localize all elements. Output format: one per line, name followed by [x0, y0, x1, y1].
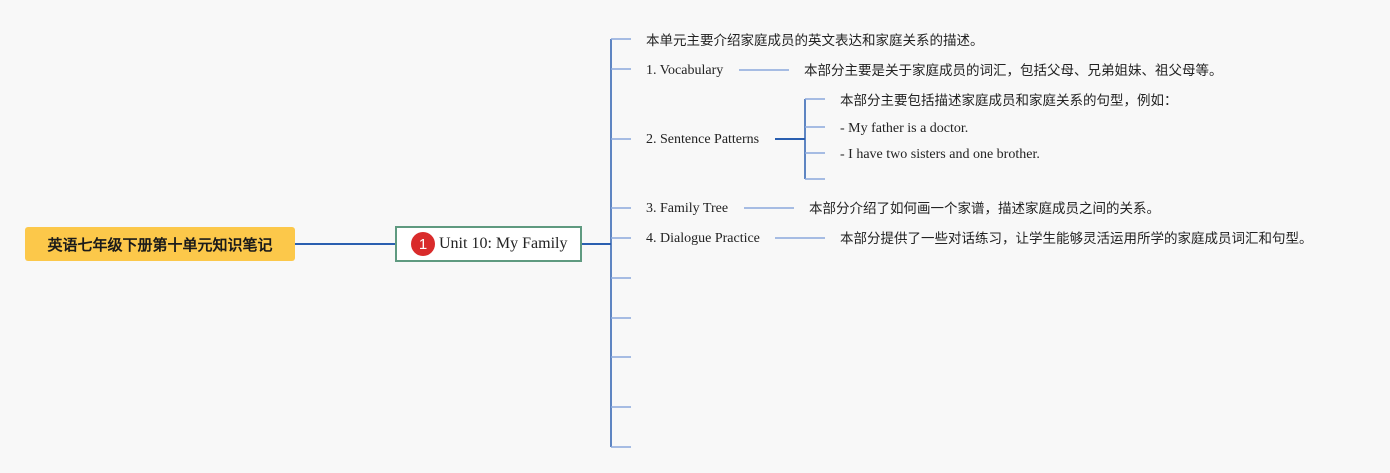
main-topic-label: Unit 10: My Family	[439, 235, 568, 252]
root-node-label: 英语七年级下册第十单元知识笔记	[47, 235, 273, 254]
sentence-patterns-node[interactable]: 2. Sentence Patterns	[646, 132, 760, 147]
root-node[interactable]: 英语七年级下册第十单元知识笔记	[25, 227, 295, 261]
dialogue-practice-detail-node[interactable]: 本部分提供了一些对话练习，让学生能够灵活运用所学的家庭成员词汇和句型。	[840, 231, 1313, 247]
dialogue-practice-node[interactable]: 4. Dialogue Practice	[646, 231, 760, 246]
sentence-example-1-node[interactable]: - My father is a doctor.	[840, 121, 969, 136]
main-topic-node[interactable]: 1 Unit 10: My Family	[395, 226, 582, 262]
sentence-patterns-detail-node[interactable]: 本部分主要包括描述家庭成员和家庭关系的句型，例如：	[840, 93, 1178, 109]
priority-1-icon: 1	[411, 232, 435, 256]
family-tree-node[interactable]: 3. Family Tree	[646, 201, 729, 216]
vocabulary-detail-node[interactable]: 本部分主要是关于家庭成员的词汇，包括父母、兄弟姐妹、祖父母等。	[804, 63, 1223, 79]
family-tree-detail-node[interactable]: 本部分介绍了如何画一个家谱，描述家庭成员之间的关系。	[809, 201, 1160, 217]
sentence-patterns-ticks	[805, 98, 825, 180]
vocabulary-node[interactable]: 1. Vocabulary	[646, 63, 724, 78]
intro-node[interactable]: 本单元主要介绍家庭成员的英文表达和家庭关系的描述。	[646, 33, 984, 49]
sentence-example-2-node[interactable]: - I have two sisters and one brother.	[840, 147, 1040, 162]
trunk-ticks	[611, 38, 631, 448]
